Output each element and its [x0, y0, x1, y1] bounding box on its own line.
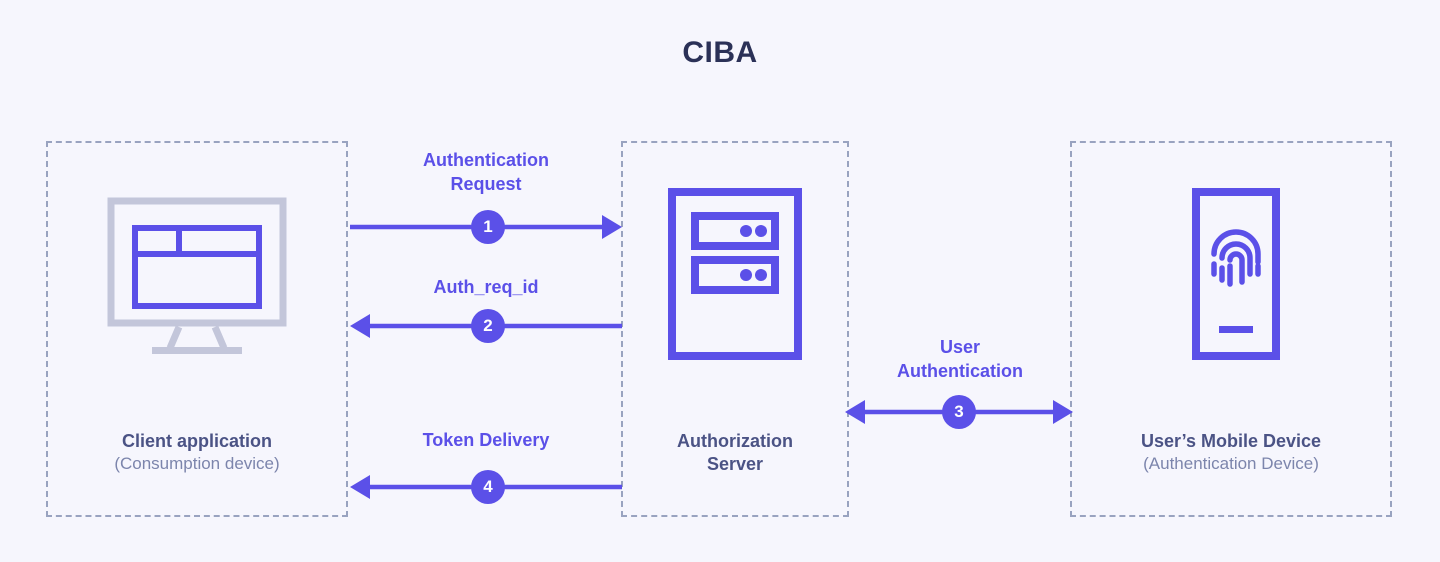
node-label-mobile: User’s Mobile Device (Authentication Dev…: [1070, 430, 1392, 475]
node-subtitle-mobile: (Authentication Device): [1143, 454, 1319, 474]
flow-label-4: Token Delivery: [350, 428, 622, 452]
flow-label-3-line1: User: [939, 337, 981, 357]
mobile-fingerprint-icon: [1192, 188, 1280, 360]
node-subtitle-client: (Consumption device): [114, 454, 280, 474]
flow-label-2: Auth_req_id: [350, 275, 622, 299]
flow-step-badge-2: 2: [471, 309, 505, 343]
flow-label-2-line1: Auth_req_id: [433, 277, 539, 297]
flow-label-4-line1: Token Delivery: [422, 430, 550, 450]
page-title: CIBA: [682, 36, 758, 69]
zone-authorization-server: [621, 141, 849, 517]
zone-user-mobile-device: [1070, 141, 1392, 517]
node-title-client: Client application: [121, 431, 272, 451]
node-title-mobile: User’s Mobile Device: [1140, 431, 1322, 451]
flow-label-3-line2: Authentication: [897, 361, 1023, 382]
node-label-server: Authorization Server: [621, 430, 849, 476]
flow-step-badge-3: 3: [942, 395, 976, 429]
node-label-client: Client application (Consumption device): [46, 430, 348, 475]
flow-step-badge-4: 4: [471, 470, 505, 504]
zone-client-application: [46, 141, 348, 517]
server-rack-icon: [668, 188, 802, 360]
desktop-monitor-icon: [106, 196, 288, 362]
flow-label-1-line1: Authentication: [423, 150, 549, 170]
node-title-server-line2: Server: [706, 454, 764, 475]
node-title-server-line1: Authorization: [677, 431, 793, 451]
flow-step-badge-1: 1: [471, 210, 505, 244]
flow-label-1-line2: Request: [450, 174, 522, 195]
